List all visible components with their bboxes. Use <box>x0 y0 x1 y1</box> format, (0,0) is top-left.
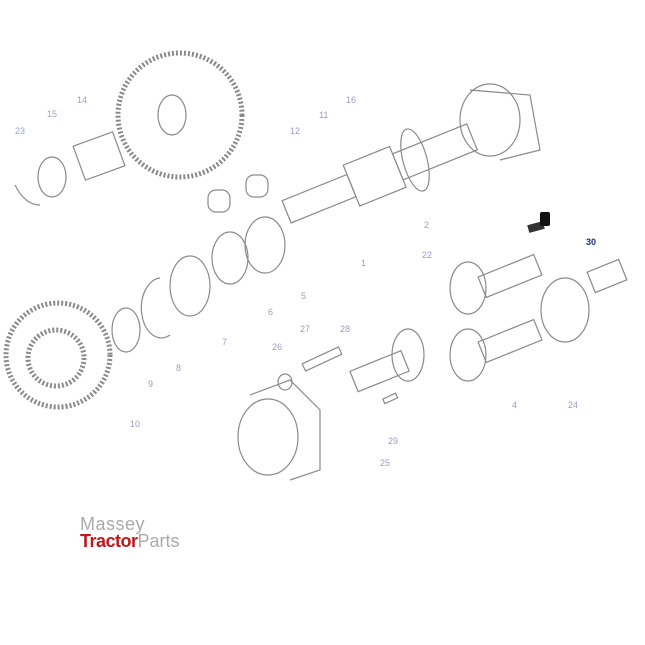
seal-detail-6 <box>207 189 231 213</box>
bushing-14 <box>72 131 126 181</box>
large-gear-top <box>115 50 245 180</box>
callout-8: 8 <box>176 363 181 373</box>
callout-11: 11 <box>319 110 328 120</box>
logo-parts: Parts <box>137 531 180 551</box>
logo: Massey TractorParts <box>80 514 180 551</box>
seal-5 <box>244 216 286 274</box>
logo-line1: Massey <box>80 514 146 534</box>
shaft-22 <box>477 253 543 299</box>
callout-2: 2 <box>424 220 429 230</box>
shaft-28 <box>349 349 410 393</box>
callout-23: 23 <box>15 126 25 136</box>
callout-14: 14 <box>77 95 87 105</box>
callout-24: 24 <box>568 400 578 410</box>
callout-30: 30 <box>586 237 596 247</box>
circlip-9 <box>111 307 141 353</box>
callout-1: 1 <box>361 258 366 268</box>
callout-6: 6 <box>268 307 273 317</box>
callout-9: 9 <box>148 379 153 389</box>
housing-25-flange <box>249 379 321 481</box>
o-ring-2 <box>400 128 430 192</box>
gear-10 <box>3 300 113 410</box>
parts-drawing <box>3 50 628 481</box>
shaft-4 <box>477 318 543 364</box>
callout-15: 15 <box>47 109 57 119</box>
flange-28 <box>391 328 425 382</box>
housing-top <box>459 83 521 157</box>
coupling-24 <box>540 277 590 343</box>
pin-29 <box>382 392 399 405</box>
callout-27: 27 <box>300 324 310 334</box>
callout-29: 29 <box>388 436 398 446</box>
logo-tractor: Tractor <box>80 531 138 551</box>
gear-hub <box>157 94 187 136</box>
coupling-shaft <box>586 258 628 294</box>
bearing-15 <box>37 156 67 198</box>
main-shaft-1 <box>281 123 479 224</box>
callout-5: 5 <box>301 291 306 301</box>
callout-22: 22 <box>422 250 432 260</box>
circlip-8 <box>140 277 171 339</box>
callout-12: 12 <box>290 126 300 136</box>
gear-10-inner <box>25 327 87 389</box>
callout-26: 26 <box>272 342 282 352</box>
bolt-30 <box>527 212 550 233</box>
housing-25 <box>237 398 299 476</box>
part-23 <box>14 184 41 206</box>
callout-16: 16 <box>346 95 356 105</box>
bearing-6 <box>211 231 249 285</box>
callout-28: 28 <box>340 324 350 334</box>
flange-22 <box>449 261 487 315</box>
callout-7: 7 <box>222 337 227 347</box>
callout-4: 4 <box>512 400 517 410</box>
bolt-27 <box>301 346 343 372</box>
housing-flange <box>469 89 541 161</box>
callout-25: 25 <box>380 458 390 468</box>
callout-10: 10 <box>130 419 140 429</box>
bearing-7 <box>169 255 211 317</box>
flange-4 <box>449 328 487 382</box>
seal-detail-5 <box>245 174 269 198</box>
